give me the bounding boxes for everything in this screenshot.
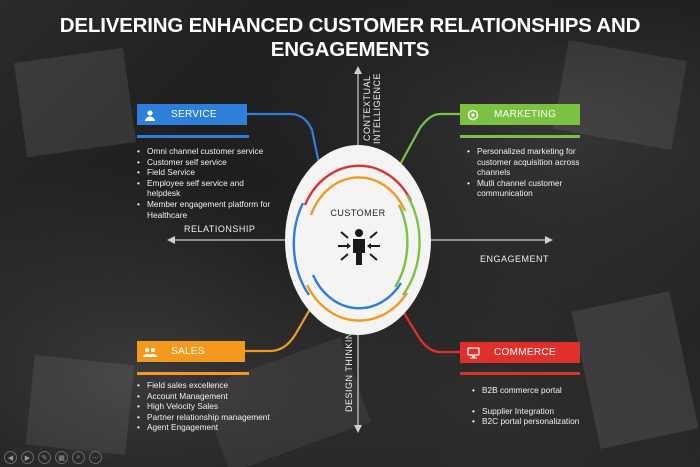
list-item: Partner relationship management — [135, 412, 285, 423]
menu-icon[interactable]: ✎ — [38, 451, 51, 464]
refresh-target-icon — [460, 104, 486, 125]
commerce-label: COMMERCE — [494, 347, 556, 358]
list-item: B2B commerce portal — [470, 385, 600, 396]
next-icon[interactable]: ▶ — [21, 451, 34, 464]
commerce-connector — [395, 299, 460, 354]
axis-label-top: CONTEXTUAL INTELLIGENCE — [362, 72, 382, 144]
service-badge: SERVICE — [137, 104, 247, 125]
marketing-badge: MARKETING — [460, 104, 580, 125]
sales-connector — [245, 291, 321, 353]
zoom-icon[interactable]: ⌕ — [72, 451, 85, 464]
list-item: Customer self service — [135, 157, 285, 168]
monitor-cart-icon — [460, 342, 486, 363]
service-underline — [137, 135, 249, 138]
commerce-badge: COMMERCE — [460, 342, 580, 363]
slides-icon[interactable]: ▦ — [55, 451, 68, 464]
list-item: High Velocity Sales — [135, 401, 285, 412]
customer-label: CUSTOMER — [330, 208, 386, 218]
more-icon[interactable]: ⋯ — [89, 451, 102, 464]
list-item: Personalized marketing for customer acqu… — [465, 146, 595, 178]
presentation-toolbar: ◀ ▶ ✎ ▦ ⌕ ⋯ — [4, 451, 102, 464]
axis-label-right: ENGAGEMENT — [480, 254, 550, 264]
list-item: Employee self service and helpdesk — [135, 178, 260, 199]
sales-label: SALES — [171, 346, 205, 357]
marketing-underline — [460, 135, 580, 138]
customer-arcs — [292, 164, 421, 322]
service-connector — [246, 112, 324, 179]
person-headset-icon — [137, 104, 163, 125]
list-item: Account Management — [135, 391, 285, 402]
list-item: Field sales excellence — [135, 380, 285, 391]
list-item: Agent Engagement — [135, 422, 285, 433]
sales-list: Field sales excellence Account Managemen… — [135, 380, 285, 433]
list-item: Field Service — [135, 167, 285, 178]
list-item: Supplier Integration — [470, 406, 600, 417]
list-item: Omni channel customer service — [135, 146, 285, 157]
people-chat-icon — [137, 341, 163, 362]
prev-icon[interactable]: ◀ — [4, 451, 17, 464]
marketing-label: MARKETING — [494, 109, 557, 120]
commerce-list: B2B commerce portal Supplier Integration… — [470, 385, 600, 427]
commerce-underline — [460, 372, 580, 375]
marketing-list: Personalized marketing for customer acqu… — [465, 146, 595, 199]
customer-network-icon — [338, 229, 380, 265]
list-item: B2C portal personalization — [470, 416, 600, 427]
service-list: Omni channel customer service Customer s… — [135, 146, 285, 220]
marketing-connector — [395, 112, 460, 173]
service-label: SERVICE — [171, 109, 217, 120]
page-title: DELIVERING ENHANCED CUSTOMER RELATIONSHI… — [59, 14, 641, 61]
axis-label-bottom: DESIGN THINKING — [344, 324, 354, 412]
list-item: Mutli channel customer communication — [465, 178, 595, 199]
list-item: Member engagement platform for Healthcar… — [135, 199, 275, 220]
sales-underline — [137, 372, 249, 375]
axis-label-left: RELATIONSHIP — [184, 224, 256, 234]
sales-badge: SALES — [137, 341, 245, 362]
